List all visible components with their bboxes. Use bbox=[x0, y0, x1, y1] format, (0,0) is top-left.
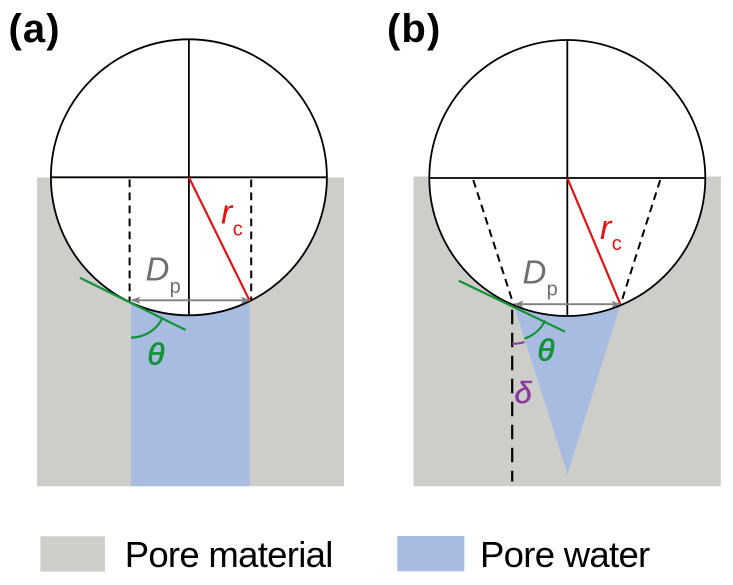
svg-text:c: c bbox=[612, 233, 622, 255]
svg-text:θ: θ bbox=[148, 336, 165, 371]
svg-text:p: p bbox=[547, 278, 558, 300]
svg-text:θ: θ bbox=[538, 332, 555, 367]
svg-text:Pore water: Pore water bbox=[480, 534, 650, 575]
svg-text:δ: δ bbox=[515, 375, 533, 410]
svg-text:c: c bbox=[233, 218, 243, 240]
svg-text:(b): (b) bbox=[387, 7, 441, 51]
svg-text:D: D bbox=[146, 250, 170, 287]
svg-text:(a): (a) bbox=[9, 7, 61, 51]
svg-text:Pore material: Pore material bbox=[125, 534, 333, 575]
svg-text:r: r bbox=[600, 209, 613, 247]
svg-text:p: p bbox=[170, 276, 181, 298]
svg-text:r: r bbox=[221, 194, 234, 232]
svg-text:D: D bbox=[523, 253, 547, 290]
